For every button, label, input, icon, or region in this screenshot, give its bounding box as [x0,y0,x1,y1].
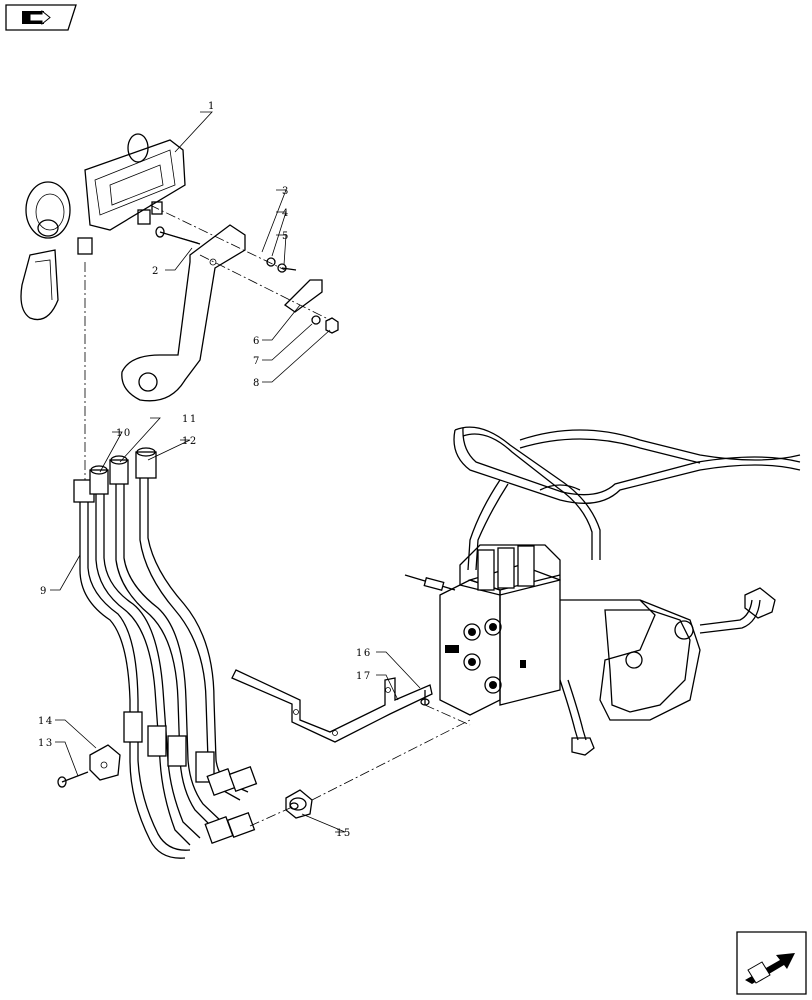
arrow-right-icon [745,953,795,984]
bolt-part-2 [155,226,201,245]
callout-10: 10 [116,428,132,439]
hose-clamp-parts-13-14 [57,744,121,788]
hydraulic-hoses [73,447,258,859]
callout-13: 13 [38,738,54,749]
callout-17: 17 [356,671,372,682]
bracket-part-3 [121,224,246,402]
callout-11: 11 [182,414,198,425]
callout-8: 8 [253,378,261,389]
hardware-parts-4-8 [266,257,339,334]
bolt-part-16 [420,690,430,706]
callout-9: 9 [40,586,48,597]
callout-14: 14 [38,716,54,727]
callout-15: 15 [336,828,352,839]
callout-3: 3 [282,186,290,197]
callout-7: 7 [253,356,261,367]
callout-1: 1 [208,101,216,112]
callout-6: 6 [253,336,261,347]
book-arrow-left-icon [22,9,51,26]
support-bracket-part-17 [231,669,433,743]
callout-4: 4 [282,208,290,219]
callout-2: 2 [152,266,160,277]
leader-lines [50,111,421,833]
control-valve-assembly [404,426,801,756]
callout-labels: 1 2 3 4 5 6 7 8 9 10 11 12 13 14 15 16 1… [38,101,372,839]
prev-page-button[interactable] [5,4,77,31]
next-page-button[interactable] [736,931,807,995]
callout-5: 5 [282,231,290,242]
adapter-part-15 [285,789,313,819]
callout-16: 16 [356,648,372,659]
callout-12: 12 [182,436,198,447]
joystick-control-unit [20,133,186,321]
